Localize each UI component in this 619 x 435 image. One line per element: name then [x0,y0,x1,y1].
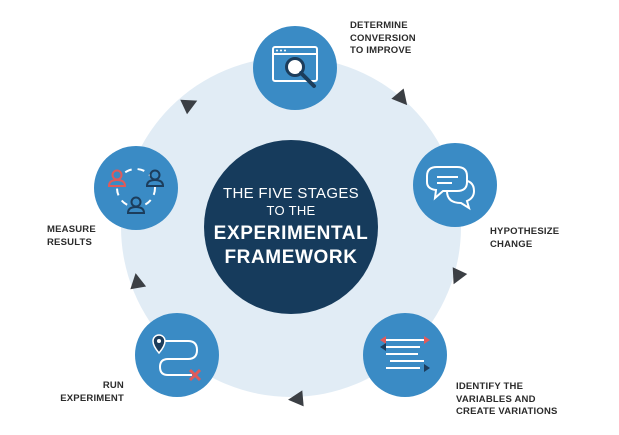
stage-label-run: RUN EXPERIMENT [40,380,124,405]
stage-label-measure: MEASURE RESULTS [47,224,96,249]
variations-list-icon [380,336,430,372]
stage-label-line: DETERMINE [350,20,408,31]
stage-hypothesize [413,143,497,227]
stage-circle [135,313,219,397]
route-path-icon [152,334,202,382]
stage-label-determine: DETERMINE CONVERSION TO IMPROVE [350,20,416,58]
stage-label-line: HYPOTHESIZE [490,226,560,237]
stage-circle [94,146,178,230]
stage-run [135,313,219,397]
chat-bubbles-icon [426,166,476,211]
center-title-line: THE FIVE STAGES [223,185,359,202]
cycle-arrow [180,99,198,115]
center-title-emphasis: FRAMEWORK [224,247,358,268]
stage-identify [363,313,447,397]
center-circle [204,140,378,314]
stage-label-line: CONVERSION [350,32,416,44]
users-cycle-icon [107,168,165,214]
stage-label-hypothesize: HYPOTHESIZE CHANGE [490,226,559,251]
stage-measure [94,146,178,230]
cycle-arrow [288,390,304,407]
cycle-arrow [391,88,408,106]
stage-label-line: IDENTIFY THE [456,381,524,392]
stage-label-line: CREATE VARIATIONS [456,406,558,417]
stage-label-line: RESULTS [47,236,93,248]
stage-label-identify: IDENTIFY THE VARIABLES AND CREATE VARIAT… [456,381,558,419]
stage-label-line: TO IMPROVE [350,45,412,56]
stage-label-line: MEASURE [47,224,96,235]
cycle-arrow [130,273,147,290]
stage-label-line: VARIABLES AND [456,393,536,405]
center-title-emphasis: EXPERIMENTAL [213,223,369,244]
center-title-line: TO THE [266,203,316,218]
stage-label-line: CHANGE [490,238,533,250]
stage-label-line: RUN [102,380,124,391]
cycle-arrow [452,267,468,285]
browser-search-icon [272,46,318,88]
stage-label-line: EXPERIMENT [60,392,124,404]
center-title: THE FIVE STAGES TO THE EXPERIMENTAL FRAM… [203,150,379,305]
stage-determine [253,26,337,110]
